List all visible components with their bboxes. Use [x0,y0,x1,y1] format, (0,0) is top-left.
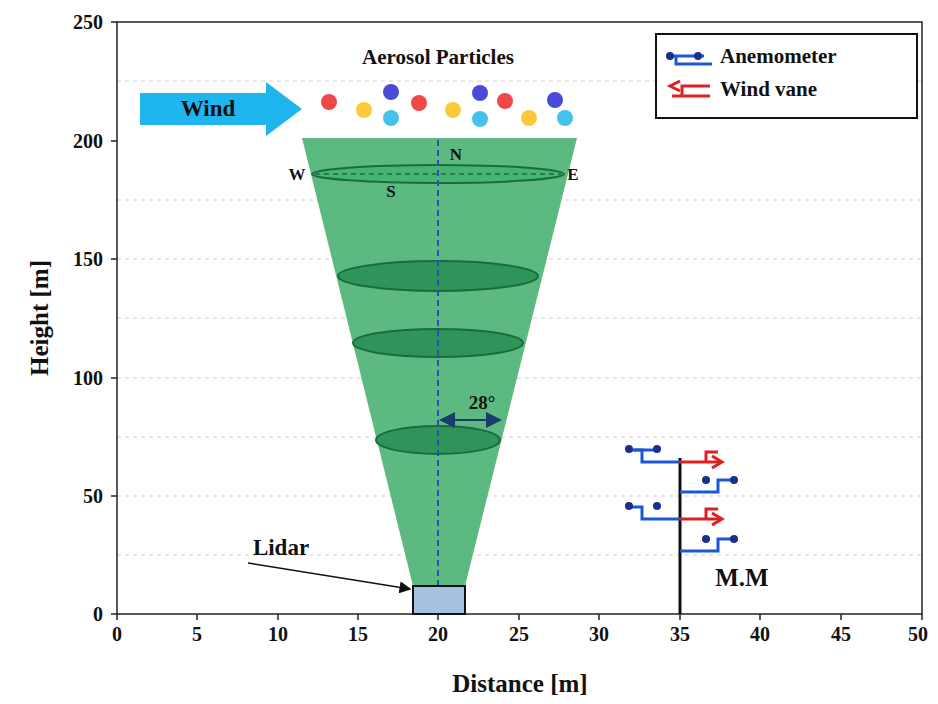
y-tick: 50 [83,485,103,507]
plot-frame [117,22,922,614]
arrow-label: Wind [181,96,236,121]
x-tick: 20 [428,623,448,645]
y-tick: 100 [73,367,103,389]
compass-label: N [450,146,462,165]
x-tick: 0 [112,623,122,645]
y-tick: 150 [73,248,103,270]
title-label: Aerosol Particles [362,46,514,69]
leader-line [248,563,410,589]
angle-label: 28° [469,393,496,414]
x-tick: 15 [348,623,368,645]
y-tick: 250 [73,11,103,33]
compass-label: E [567,166,578,185]
lidar-label: Lidar [253,535,309,560]
legend-text: Wind vane [720,78,817,101]
compass-label: W [289,166,306,185]
beam-axis [437,140,439,585]
y-tick: 200 [73,130,103,152]
legend-text: Anemometer [720,45,837,68]
legend-frame [656,34,917,118]
lidar-beam [302,138,577,586]
aerosol-particles [321,84,573,127]
x-tick: 45 [831,623,851,645]
wind-arrow: Wind [140,82,302,136]
x-tick: 50 [908,623,928,645]
legend-samples [666,52,712,96]
mast-label: M.M [715,564,768,592]
x-tick: 30 [589,623,609,645]
lidar-box [413,586,465,614]
y-tick: 0 [93,603,103,625]
x-tick: 5 [192,623,202,645]
angle-arrow [441,419,500,421]
x-tick: 10 [268,623,288,645]
x-tick: 35 [670,623,690,645]
axis-title: Height [m] [26,260,54,376]
compass-label: S [386,183,395,202]
x-tick: 40 [750,623,770,645]
x-tick: 25 [509,623,529,645]
axis-title: Distance [m] [452,670,587,698]
axis-ticks [111,22,922,620]
